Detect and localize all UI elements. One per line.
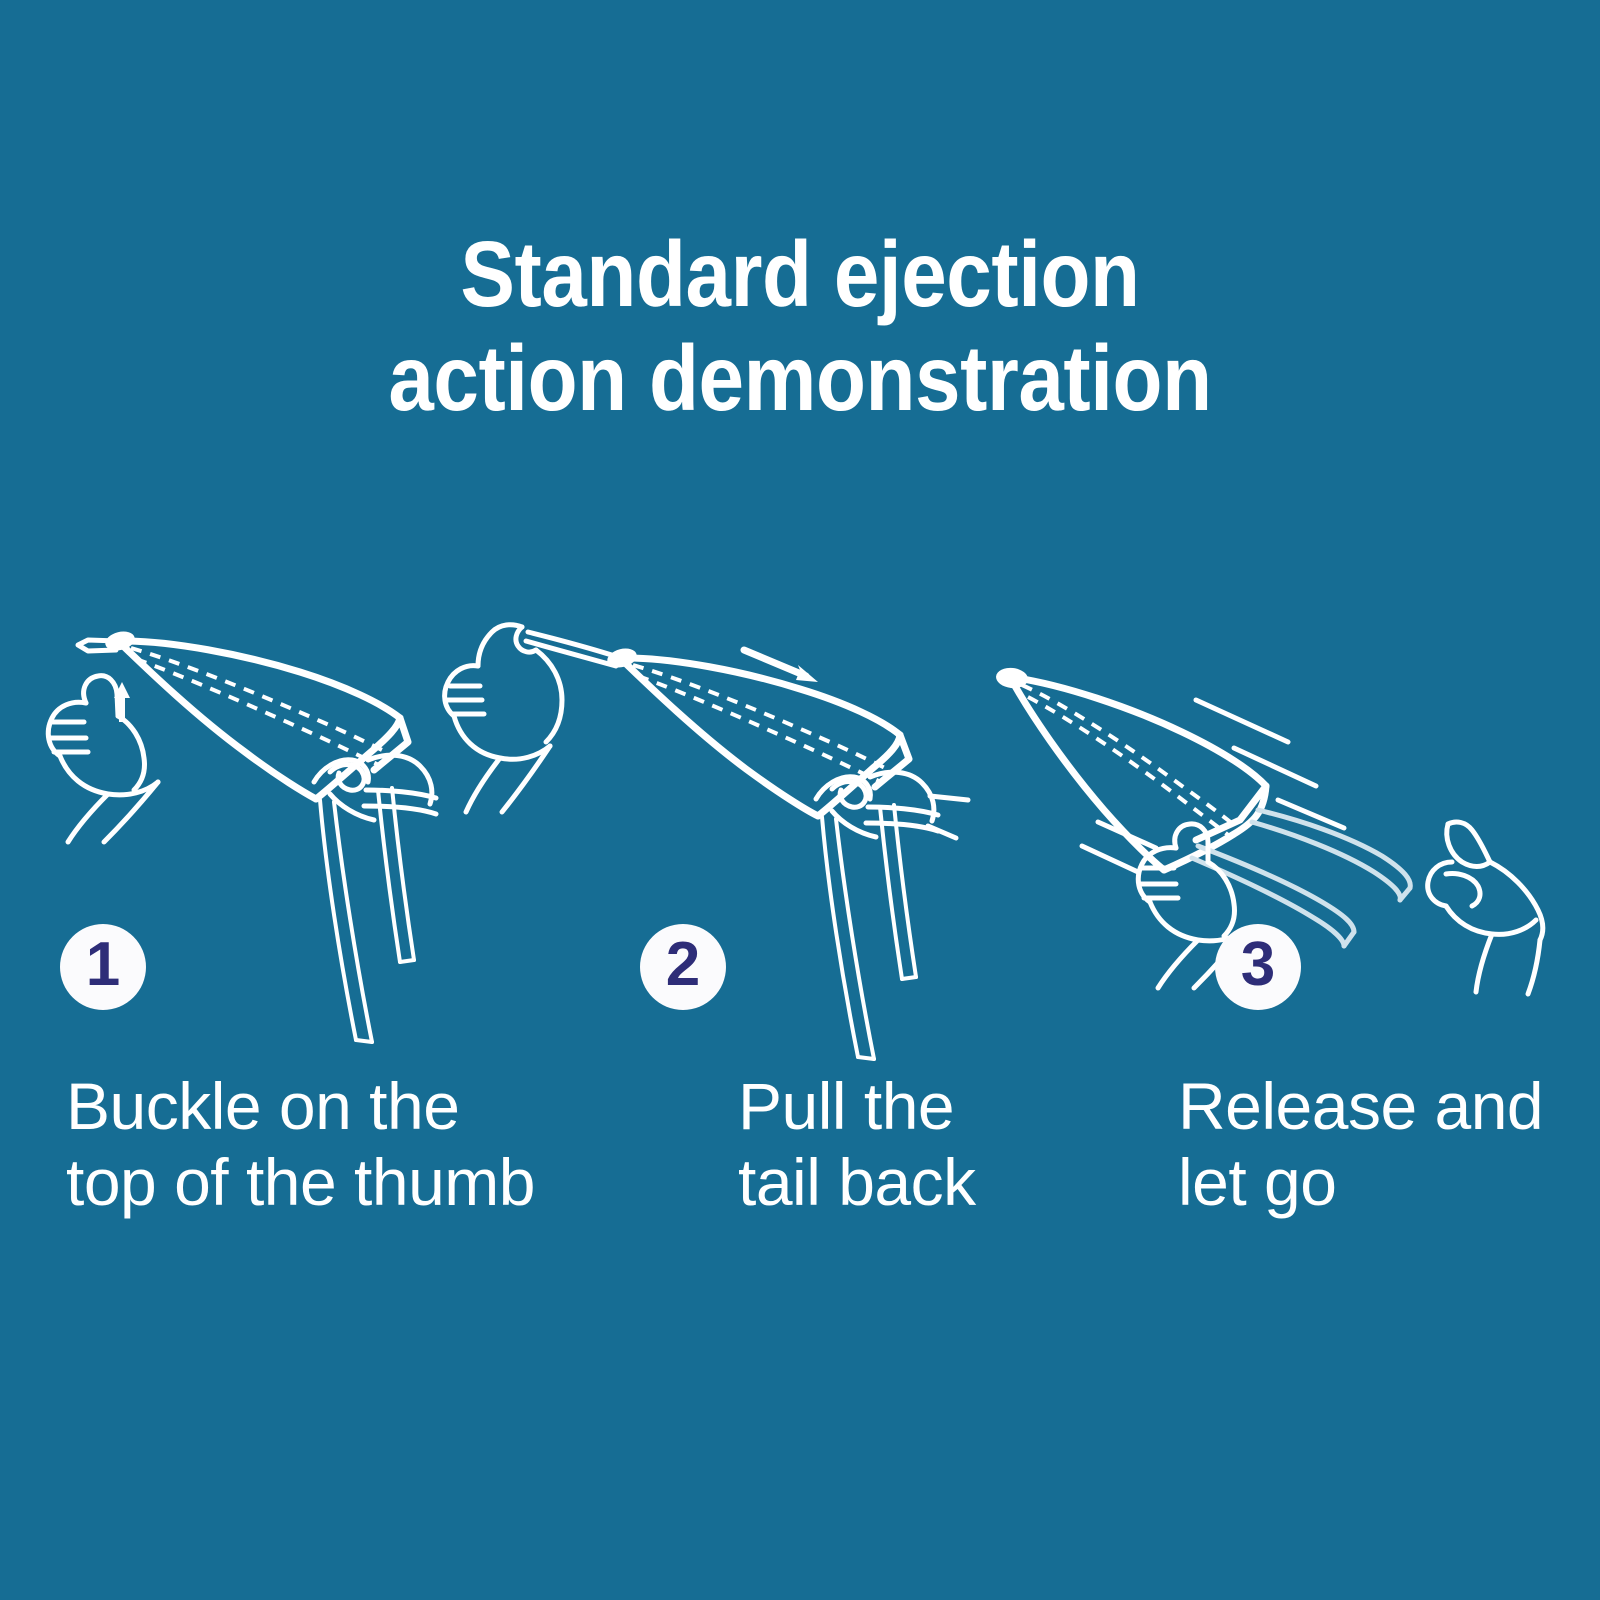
step-badge-3: 3 — [1215, 924, 1301, 1010]
tail-streamers-1 — [318, 786, 416, 1044]
title-line-1: Standard ejection — [460, 222, 1140, 326]
slingshot-body-1 — [75, 631, 412, 803]
step-badge-2: 2 — [640, 924, 726, 1010]
step-caption-1: Buckle on the top of the thumb — [66, 1069, 536, 1219]
stretched-band-2 — [523, 629, 621, 669]
released-hand-3 — [1425, 819, 1546, 997]
gripping-hand-1 — [311, 752, 439, 823]
tail-streamers-3 — [1189, 807, 1413, 949]
step-number-1: 1 — [85, 930, 121, 999]
thumb-up-hand-1 — [45, 673, 161, 845]
page-title: Standard ejection action demonstration — [96, 222, 1504, 430]
gripping-hand-2 — [813, 769, 941, 840]
step-number-3: 3 — [1240, 930, 1276, 999]
right-arrow-icon-2 — [740, 646, 818, 682]
step-caption-3: Release and let go — [1178, 1069, 1544, 1219]
motion-lines-3 — [925, 697, 1347, 875]
step-badge-1: 1 — [60, 924, 146, 1010]
slingshot-body-2 — [607, 648, 913, 820]
step-caption-2: Pull the tail back — [738, 1069, 976, 1219]
up-arrow-icon-1 — [114, 682, 130, 722]
step-number-2: 2 — [665, 930, 701, 999]
pulling-hand-2 — [442, 622, 565, 815]
title-line-2: action demonstration — [388, 326, 1212, 430]
slingshot-body-3 — [996, 667, 1270, 874]
tail-streamers-2 — [820, 803, 918, 1061]
